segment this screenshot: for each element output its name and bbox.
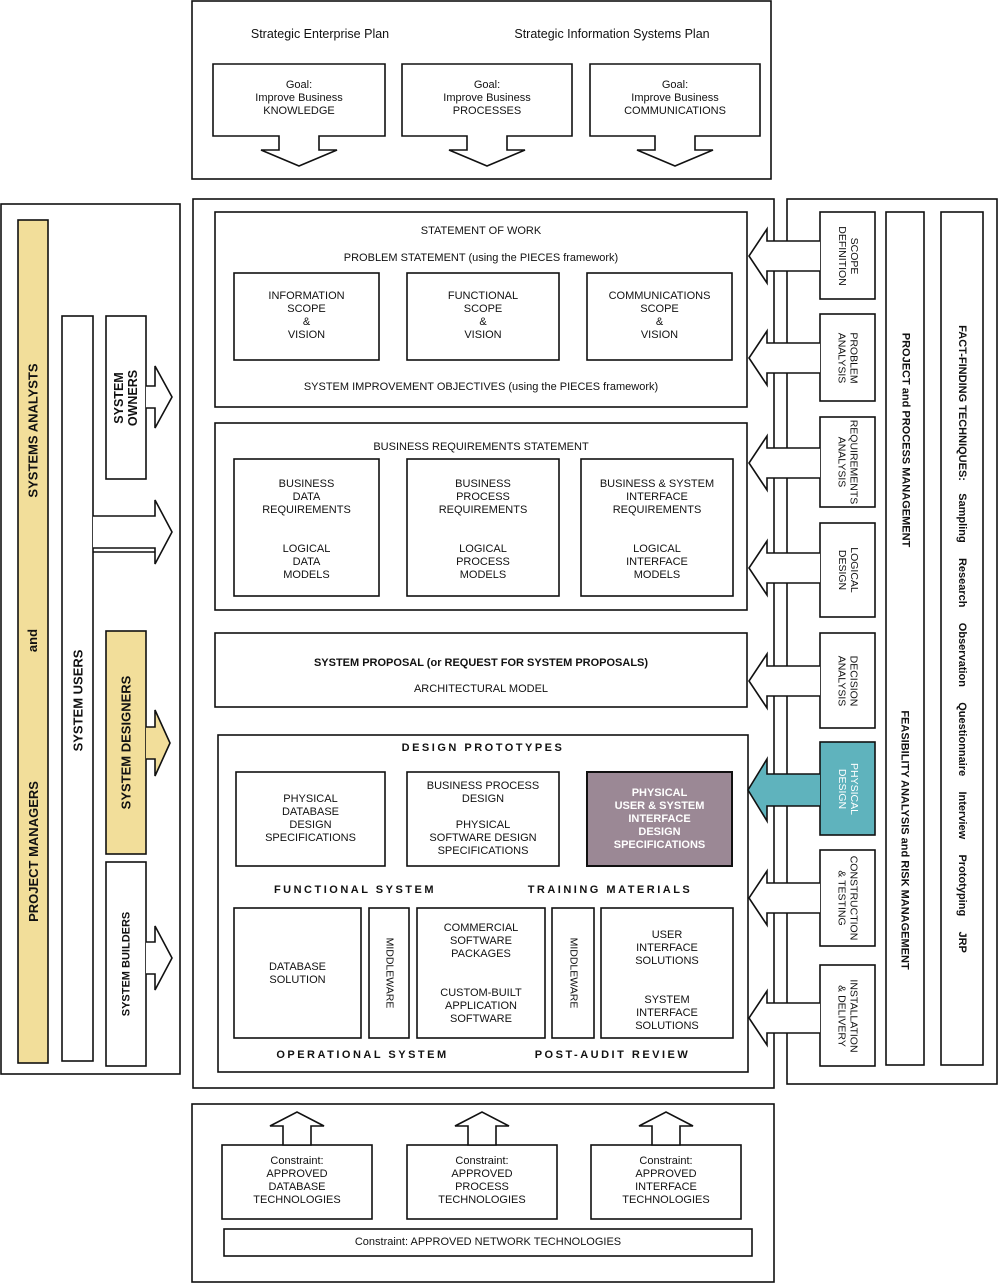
design-prototypes: DESIGN PROTOTYPES (401, 742, 565, 754)
phase-decision-analysis: DECISION ANALYSIS (835, 655, 860, 706)
goal-knowledge: Goal: Improve Business KNOWLEDGE (255, 79, 343, 117)
interface-requirements: BUSINESS & SYSTEM INTERFACE REQUIREMENTS… (599, 478, 715, 581)
phase-requirements-analysis: REQUIREMENTS ANALYSIS (835, 419, 860, 505)
system-improvement-objectives: SYSTEM IMPROVEMENT OBJECTIVES (using the… (303, 381, 659, 393)
system-builders-label: SYSTEM BUILDERS (120, 911, 133, 1017)
constraints-frame (191, 1103, 775, 1283)
goal-processes: Goal: Improve Business PROCESSES (443, 79, 531, 117)
fact-finding-techniques: FACT-FINDING TECHNIQUES: Sampling Resear… (956, 324, 969, 953)
operational-system: OPERATIONAL SYSTEM (276, 1049, 449, 1061)
post-audit-review: POST-AUDIT REVIEW (534, 1049, 691, 1061)
constraint-interface: Constraint: APPROVED INTERFACE TECHNOLOG… (622, 1155, 710, 1206)
communications-scope-vision: COMMUNICATIONS SCOPE & VISION (608, 290, 711, 341)
physical-database-spec: PHYSICAL DATABASE DESIGN SPECIFICATIONS (265, 793, 356, 844)
left-frame (0, 203, 181, 1075)
project-managers-label: PROJECT MANAGERS (25, 781, 41, 922)
right-frame (786, 198, 998, 1085)
scope-section-frame (214, 211, 748, 408)
goal-communications: Goal: Improve Business COMMUNICATIONS (624, 79, 726, 117)
project-process-management: PROJECT and PROCESS MANAGEMENT (899, 332, 911, 548)
system-owners-label: SYSTEM OWNERS (112, 369, 140, 426)
information-scope-vision: INFORMATION SCOPE & VISION (268, 290, 345, 341)
systems-analysts-label: SYSTEMS ANALYSTS (25, 362, 41, 498)
requirements-section-frame (214, 422, 748, 611)
system-designers-label: SYSTEM DESIGNERS (118, 675, 134, 810)
managers-analysts-column (17, 219, 49, 1064)
middleware-2: MIDDLEWARE (567, 937, 580, 1009)
training-materials: TRAINING MATERIALS (527, 884, 693, 896)
constraint-process: Constraint: APPROVED PROCESS TECHNOLOGIE… (438, 1155, 526, 1206)
goal-processes-arrow (401, 63, 573, 167)
phase-physical-design: PHYSICAL DESIGN (835, 762, 860, 815)
feasibility-risk-management: FEASIBILITY ANALYSIS and RISK MANAGEMENT (899, 710, 911, 970)
phase-logical-design: LOGICAL DESIGN (835, 547, 860, 593)
interface-solutions: USER INTERFACE SOLUTIONS SYSTEM INTERFAC… (635, 929, 699, 1032)
system-users-label: SYSTEM USERS (70, 649, 86, 751)
design-section-frame (217, 734, 749, 1073)
goal-knowledge-arrow (212, 63, 386, 167)
physical-interface-spec: PHYSICAL USER & SYSTEM INTERFACE DESIGN … (613, 787, 706, 851)
physical-design-phase-box (819, 741, 876, 836)
middleware-1: MIDDLEWARE (383, 937, 396, 1009)
main-frame (192, 198, 775, 1089)
proposal-section-frame (214, 632, 748, 708)
interface-spec-box (586, 771, 733, 867)
strategic-plan-frame (191, 0, 772, 180)
phase-problem-analysis: PROBLEM ANALYSIS (835, 331, 860, 384)
physical-software-spec: BUSINESS PROCESS DESIGN PHYSICAL SOFTWAR… (426, 780, 540, 857)
strategic-is-plan: Strategic Information Systems Plan (514, 27, 710, 41)
business-requirements-statement: BUSINESS REQUIREMENTS STATEMENT (373, 441, 589, 453)
system-designers-box (105, 630, 147, 855)
goal-communications-arrow (589, 63, 761, 167)
statement-of-work: STATEMENT OF WORK (420, 225, 542, 237)
phase-scope-definition: SCOPE DEFINITION (835, 225, 860, 286)
business-process-requirements: BUSINESS PROCESS REQUIREMENTS LOGICAL PR… (438, 478, 528, 581)
phase-construction-testing: CONSTRUCTION & TESTING (835, 855, 860, 941)
business-data-requirements: BUSINESS DATA REQUIREMENTS LOGICAL DATA … (262, 478, 351, 581)
constraint-database: Constraint: APPROVED DATABASE TECHNOLOGI… (253, 1155, 341, 1206)
architectural-model: ARCHITECTURAL MODEL (413, 683, 549, 695)
phase-installation-delivery: INSTALLATION & DELIVERY (835, 978, 860, 1053)
functional-system: FUNCTIONAL SYSTEM (273, 884, 437, 896)
functional-scope-vision: FUNCTIONAL SCOPE & VISION (447, 290, 519, 341)
constraint-network: Constraint: APPROVED NETWORK TECHNOLOGIE… (354, 1236, 622, 1248)
strategic-enterprise-plan: Strategic Enterprise Plan (250, 27, 390, 41)
problem-statement: PROBLEM STATEMENT (using the PIECES fram… (343, 252, 619, 264)
database-solution: DATABASE SOLUTION (268, 961, 327, 986)
system-proposal: SYSTEM PROPOSAL (or REQUEST FOR SYSTEM P… (313, 657, 649, 669)
software-packages: COMMERCIAL SOFTWARE PACKAGES CUSTOM-BUIL… (440, 922, 522, 1025)
